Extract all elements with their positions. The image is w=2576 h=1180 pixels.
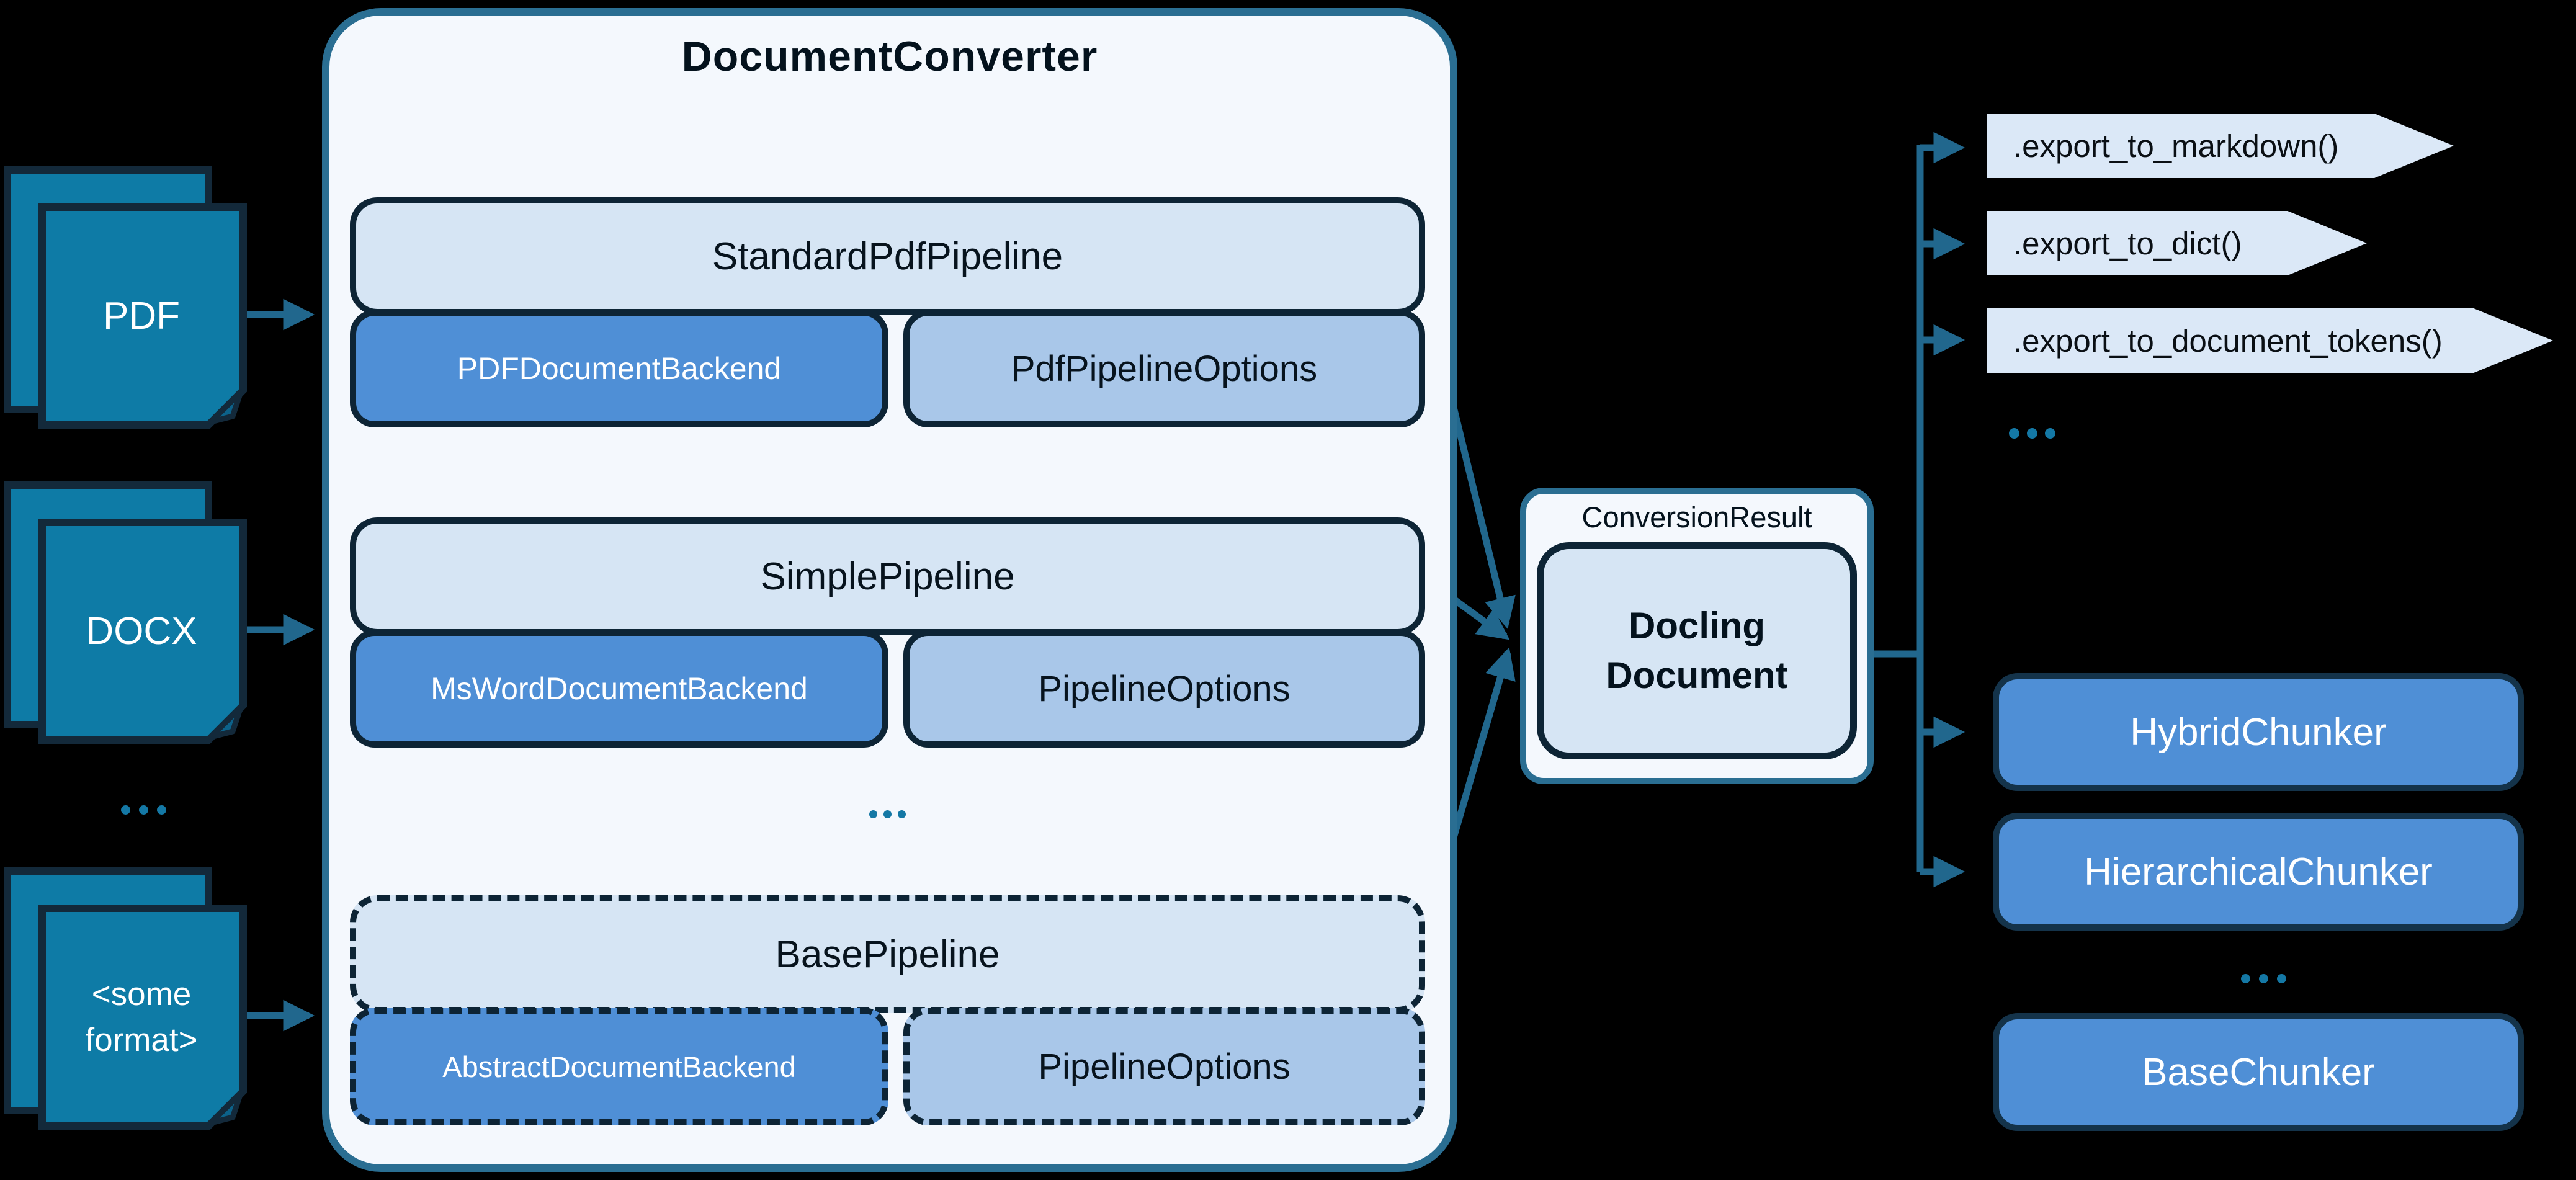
pipeline-standard-pdf: StandardPdfPipeline <box>350 197 1425 315</box>
dot <box>139 805 148 815</box>
dot <box>883 810 892 818</box>
dot <box>2045 428 2055 439</box>
docling-document-box: Docling Document <box>1537 542 1857 759</box>
hybrid-chunker-box: HybridChunker <box>1993 673 2524 791</box>
export-to-dict-tag: .export_to_dict() <box>1987 211 2367 275</box>
stacked-pages-icon <box>4 166 247 429</box>
pipeline-base: BasePipeline <box>350 895 1425 1013</box>
dot <box>2009 428 2019 439</box>
converter-ellipsis-dots <box>866 810 909 818</box>
export-to-document-tokens-tag: .export_to_document_tokens() <box>1987 308 2553 373</box>
options-base-pipeline: PipelineOptions <box>903 1008 1425 1125</box>
some-format-line1: <some <box>91 975 192 1012</box>
options-pipeline: PipelineOptions <box>903 630 1425 748</box>
chunkers-ellipsis-dots <box>2237 974 2291 983</box>
conversion-result-label: ConversionResult <box>1581 501 1812 534</box>
backend-abstract-document: AbstractDocumentBackend <box>350 1008 888 1125</box>
stacked-pages-icon <box>4 481 247 744</box>
some-format-document-icon: <some format> <box>4 867 247 1131</box>
base-chunker-box: BaseChunker <box>1993 1013 2524 1131</box>
dot <box>157 805 166 815</box>
pipeline-simple: SimplePipeline <box>350 517 1425 635</box>
dot <box>2259 974 2268 983</box>
options-pdf-pipeline: PdfPipelineOptions <box>903 310 1425 427</box>
stacked-pages-icon <box>4 867 247 1130</box>
dot <box>2241 974 2250 983</box>
backend-pdf-document: PDFDocumentBackend <box>350 310 888 427</box>
pdf-label: PDF <box>103 294 180 337</box>
docx-document-icon: DOCX <box>4 481 247 745</box>
inputs-ellipsis-dots <box>117 805 171 815</box>
dot <box>898 810 906 818</box>
pdf-document-icon: PDF <box>4 166 247 430</box>
some-format-label: <some format> <box>40 908 243 1126</box>
dot <box>121 805 130 815</box>
document-converter-title: DocumentConverter <box>681 33 1098 80</box>
hierarchical-chunker-box: HierarchicalChunker <box>1993 813 2524 931</box>
docx-label: DOCX <box>86 609 197 653</box>
dot <box>2277 974 2286 983</box>
some-format-line2: format> <box>85 1021 198 1058</box>
export-to-markdown-tag: .export_to_markdown() <box>1987 114 2454 178</box>
dot <box>2027 428 2037 439</box>
docling-document-line1: Docling <box>1629 605 1765 646</box>
docling-document-line2: Document <box>1606 655 1788 696</box>
dot <box>869 810 877 818</box>
exports-ellipsis-dots <box>2005 428 2059 439</box>
backend-msword-document: MsWordDocumentBackend <box>350 630 888 748</box>
